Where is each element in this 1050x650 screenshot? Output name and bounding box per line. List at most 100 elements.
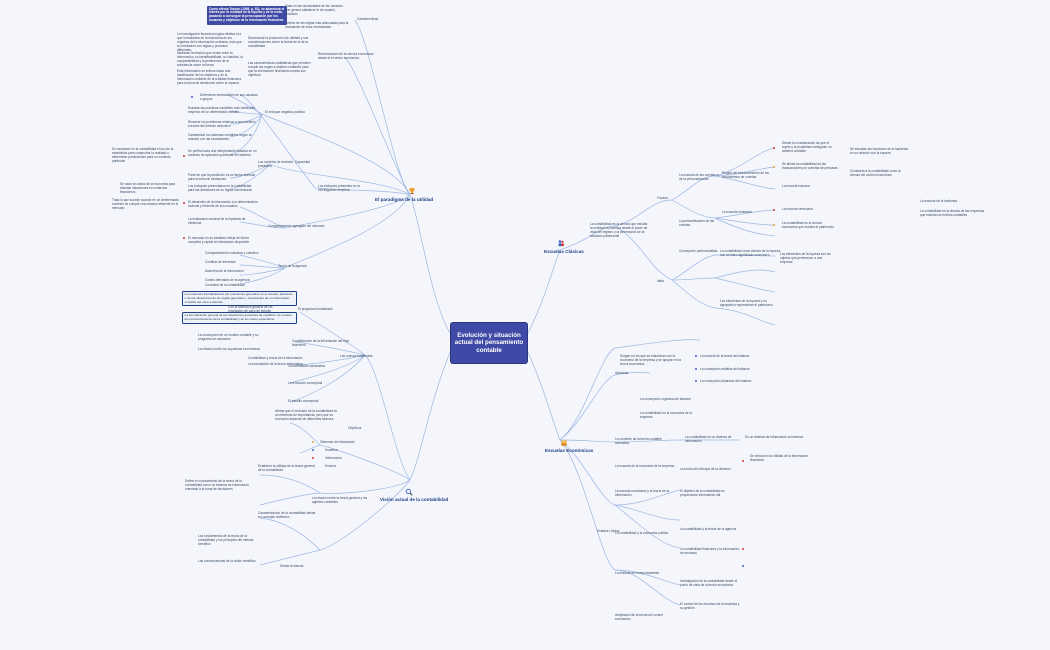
node-u-m3[interactable]: Es necesario en la contabilidad el uso d… [112, 147, 174, 163]
node-u-e5[interactable]: Se perfila hacia una interpretación basa… [188, 149, 257, 157]
node-u-l2[interactable]: Mediante la relación que existe entre la… [177, 51, 243, 67]
branch-economicas[interactable]: Escuelas Económicas [545, 448, 594, 453]
node-e-eeuu[interactable]: Estados Unidos [597, 529, 620, 533]
node-c-f5[interactable]: Se alinea la contabilidad de las transac… [782, 162, 838, 170]
node-a-c9[interactable]: El estudio conceptual [288, 399, 319, 403]
node-a-n4[interactable]: Usuarios [325, 448, 338, 452]
node-a-v1[interactable]: Establece la utilidad de la teoría gener… [258, 464, 315, 472]
node-c-pat1[interactable]: La contabilidad como ciencia de la rique… [720, 249, 781, 257]
node-e-u9[interactable]: La contabilidad y la economía política [615, 531, 669, 535]
node-a-vision[interactable]: La relación entre la teoría general y lo… [312, 496, 368, 504]
node-a-v6[interactable]: Desde la ciencia [280, 564, 304, 568]
node-c-it6[interactable]: Considera a la contabilidad como la cien… [850, 169, 901, 177]
node-u-l1[interactable]: La investigación financiera lógica relat… [177, 32, 242, 52]
node-e-def[interactable]: Surgen en los que se relacionan con la e… [620, 354, 681, 366]
node-u-caracteristicas[interactable]: Características [357, 17, 379, 21]
node-c-it8[interactable]: La contabilidad es la ciencia de las emp… [920, 209, 985, 217]
node-u-enfoque[interactable]: El enfoque negativo-positivo [265, 110, 306, 114]
node-a-n5[interactable]: Información [325, 456, 342, 460]
node-a-c4[interactable]: La relación entre los supuestos económic… [198, 347, 261, 351]
node-c-it1[interactable]: La escuela lombarda [722, 210, 752, 214]
node-c-f3[interactable]: La personificación de las cuentas [679, 219, 715, 227]
node-c-pat3[interactable]: Los elementos de la riqueza y su agrupac… [720, 299, 773, 307]
node-e-ext2[interactable]: El control de los recursos de la empresa… [680, 602, 740, 610]
node-a-n2[interactable]: Objetivos [348, 426, 362, 430]
node-e-a1[interactable]: La escuela de la teoría del balance [700, 354, 750, 358]
node-u-t1[interactable]: Comportamiento individual y colectivo [205, 251, 259, 255]
node-u-comp[interactable]: Comportamiento agregado del mercado [268, 224, 325, 228]
node-a-n3[interactable]: Sistemas de información [320, 440, 355, 444]
node-u-cp2[interactable]: El mercado en su totalidad refleja de fo… [188, 236, 250, 244]
branch-utilidad[interactable]: El paradigma de la utilidad [375, 197, 434, 202]
node-u-modelos[interactable]: Los modelos de decisión. Capacidad predi… [258, 160, 311, 168]
node-a-nuevas[interactable]: Las nuevas tendencias [340, 354, 373, 358]
node-e-u8[interactable]: El objetivo de la contabilidad es propor… [680, 489, 725, 497]
node-c-italia[interactable]: Italia [657, 279, 664, 283]
node-a-c6[interactable]: La formulación de la teoría sistemática [248, 362, 303, 366]
node-a-proceso[interactable]: Con la definición general de los resulta… [228, 305, 273, 313]
node-c-it4[interactable]: La contabilidad es la ciencia económica … [782, 221, 834, 229]
node-a-c1[interactable]: El programa formalizado [298, 307, 333, 311]
node-e-a2[interactable]: La concepción estática del balance [700, 367, 750, 371]
node-u-t3[interactable]: Asimetría de la información [205, 269, 244, 273]
node-e-a3[interactable]: La concepción dinámica del balance [700, 379, 752, 383]
node-e-u11[interactable]: La escuela del comportamiento [615, 571, 660, 575]
node-u-teoria[interactable]: Teoría de la agencia [278, 264, 307, 268]
node-a-v3[interactable]: Caracterización de la contabilidad desde… [258, 511, 316, 519]
node-a-v5[interactable]: Las consecuencias de la visión científic… [198, 559, 256, 563]
node-u-l3[interactable]: Esta información se enfoca hacia una cla… [177, 69, 242, 85]
node-a-c7[interactable]: La formulación axiomática [288, 364, 326, 368]
node-u-i2[interactable]: El desarrollo de la información a la det… [188, 200, 258, 208]
node-u-i3[interactable]: La evaluación racional de la hipótesis d… [188, 217, 246, 225]
node-a-n6[interactable]: Entorno [325, 464, 337, 468]
node-u-m2[interactable]: Los enfoques presentados en la contabili… [188, 184, 252, 192]
node-c-f2[interactable]: Reglas del funcionamiento de los movimie… [722, 171, 769, 179]
node-c-it2[interactable]: La escuela toscana [782, 184, 810, 188]
node-e-alemania[interactable]: Alemania [615, 371, 629, 375]
node-e-u2[interactable]: La contabilidad es un sistema de informa… [685, 435, 732, 443]
node-a-v2[interactable]: Define el conocimiento de la teoría de l… [185, 479, 249, 491]
node-e-u1[interactable]: La corriente de la teoría contable norma… [615, 437, 662, 445]
node-e-ext[interactable]: Ampliación de la teoría del control econ… [615, 613, 664, 621]
node-e-u3[interactable]: Es un sistema de información económica [745, 435, 804, 439]
node-c-f1[interactable]: La escuela de las cuentas o de la person… [679, 173, 719, 181]
node-e-u7[interactable]: La escuela neoclásica y la teoría de la … [615, 489, 670, 497]
node-e-ext1[interactable]: Investigación de la contabilidad desde e… [680, 579, 738, 587]
node-e-u10[interactable]: La contabilidad y la teoría de la agenci… [680, 527, 737, 531]
node-c-it5[interactable]: Se estudian las funciones de la hacienda… [850, 147, 908, 155]
node-c-francia[interactable]: Francia [657, 196, 668, 200]
node-c-def[interactable]: La contabilidad es la ciencia que estudi… [590, 222, 648, 238]
node-c-it7[interactable]: La escuela de la hacienda [920, 199, 958, 203]
node-u-reformulacion[interactable]: Reformulación de la ciencia económica de… [318, 52, 374, 60]
node-u-t2[interactable]: Conflicto de intereses [205, 260, 236, 264]
node-u-e4[interactable]: Caracterizar los sistemas contables segú… [188, 133, 253, 141]
node-c-pat[interactable]: Concepción patrimonialista [679, 249, 718, 253]
node-u-r2[interactable]: Las características cualitativas que per… [248, 61, 311, 77]
node-u-t5[interactable]: Contratos de la contabilidad [205, 283, 245, 287]
node-e-u6[interactable]: Se enfoca en la utilidad de la informaci… [750, 454, 809, 462]
node-a-c2[interactable]: Cuantificación de la información del flu… [292, 339, 350, 347]
node-u-c2[interactable]: Criterio de las reglas más adecuadas par… [285, 21, 349, 29]
node-u-r1[interactable]: Desvincular la producción de utilidad y … [248, 36, 309, 48]
node-e-u4[interactable]: La escuela de la economía de la empresa [615, 464, 675, 468]
node-c-pat2[interactable]: Los elementos de la riqueza son los obje… [780, 252, 831, 264]
node-e-a5[interactable]: La contabilidad en la economía de la emp… [640, 411, 692, 419]
node-a-n1[interactable]: Afirma que el mercado de la contabilidad… [275, 409, 338, 421]
node-a-c5[interactable]: Contabilidad y teoría de la información [248, 356, 303, 360]
node-e-a4[interactable]: La concepción orgánica del balance [640, 397, 691, 401]
node-c-it3[interactable]: La escuela veneciana [782, 207, 813, 211]
node-u-e3[interactable]: Resolver los problemas relativos a una c… [188, 120, 256, 128]
branch-clasicas[interactable]: Escuelas Clásicas [544, 249, 584, 254]
node-a-v4[interactable]: Los fundamentos de la teoría de la conta… [198, 534, 254, 546]
node-u-t4[interactable]: Costes derivados de la agencia [205, 278, 250, 282]
node-c-f4[interactable]: Desde la consideración de que el sujeto … [782, 141, 832, 153]
node-u-e2[interactable]: Estudiar las prácticas contables más hab… [188, 106, 256, 114]
node-u-cp1[interactable]: Trata lo que sucede cuando en un determi… [112, 198, 179, 210]
node-e-u5[interactable]: La teoría del enfoque de la decisión [680, 467, 731, 471]
node-u-m1[interactable]: Parte de que la predicción es un factor … [188, 173, 256, 181]
node-u-c1[interactable]: Trata en las necesidades de los usuarios… [285, 4, 343, 16]
central-topic[interactable]: Evolución y situación actual del pensami… [451, 323, 527, 363]
node-u-inv[interactable]: Los enfoques presentes en la investigaci… [318, 184, 360, 192]
node-u-i1[interactable]: Se usan los datos de la economía para es… [120, 182, 176, 194]
node-e-u12[interactable]: La contabilidad financiera y la informac… [680, 547, 740, 555]
